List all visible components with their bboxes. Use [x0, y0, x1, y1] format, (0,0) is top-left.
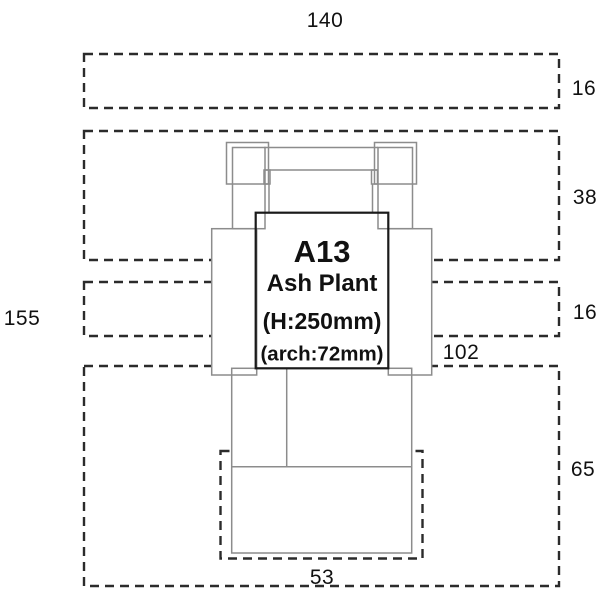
building-masks: [211, 142, 432, 553]
dim-overall-height: 155: [4, 307, 41, 330]
label-box: [254, 211, 390, 370]
right-tower-flange: [373, 141, 418, 185]
dimension-labels: 140 155 16 38 16 65 102 53: [4, 9, 597, 589]
dim-base-width: 53: [310, 566, 334, 589]
label-height-note: (H:250mm): [263, 308, 382, 334]
clearance-box-65: [82, 364, 561, 588]
clearance-box-base-53: [219, 449, 424, 560]
dim-overall-width: 140: [307, 9, 344, 32]
mask-base: [231, 368, 412, 553]
label-name: Ash Plant: [267, 270, 378, 297]
mask-wings: [211, 228, 432, 375]
dim-top-strip: 16: [572, 77, 596, 100]
left-tower-flange: [225, 141, 270, 185]
dim-upper-strip: 38: [573, 186, 597, 209]
label-code: A13: [294, 234, 351, 269]
dim-middle-strip: 16: [573, 301, 597, 324]
clearance-box-top-16: [82, 52, 561, 110]
mask-top-assembly: [226, 142, 417, 229]
label-arch-note: (arch:72mm): [260, 343, 383, 366]
dim-mid-width: 102: [443, 341, 480, 364]
dim-lower-strip: 65: [571, 458, 595, 481]
